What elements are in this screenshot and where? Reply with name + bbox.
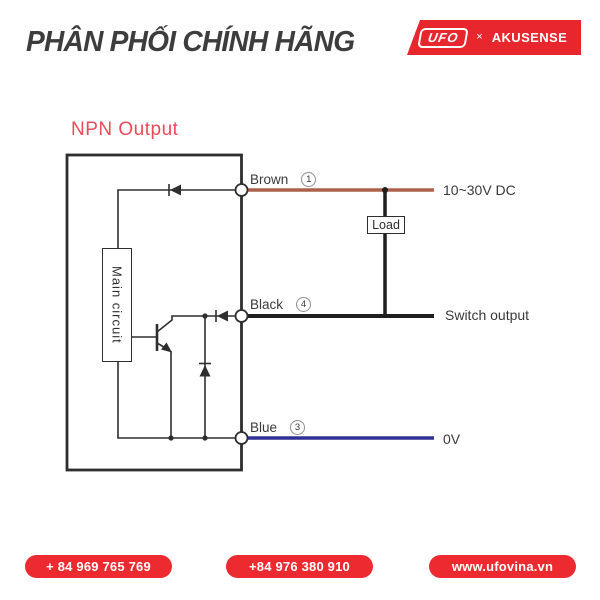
wire-bottom-rail (117, 362, 241, 439)
wire-name: Black (250, 297, 284, 312)
pin-number-badge: 1 (301, 172, 317, 187)
diode-arrows-and-dots (161, 184, 228, 441)
diode-output-arrow (217, 310, 228, 322)
junction-dot (202, 435, 208, 441)
wire-collector (156, 315, 241, 333)
pin-number-badge: 4 (296, 297, 312, 312)
load-label: Load (372, 218, 400, 232)
wire-name: Brown (250, 172, 289, 187)
switch-output-label: Switch output (445, 307, 530, 323)
diode-protection-arrow (199, 365, 211, 377)
junction-dot (202, 313, 208, 319)
phone-pill-1[interactable]: + 84 969 765 769 (25, 555, 172, 578)
supply-voltage-label: 10~30V DC (443, 182, 516, 198)
multiply-icon: × (476, 31, 483, 43)
terminal-brown (234, 183, 249, 197)
terminal-black (234, 309, 249, 323)
wire-label-black: Black 4 (250, 297, 312, 312)
phone-pill-2[interactable]: +84 976 380 910 (226, 555, 373, 578)
wire-name: Blue (250, 420, 278, 435)
pin-number-badge: 3 (290, 420, 306, 435)
wire-top-rail (117, 189, 241, 248)
main-circuit-label: Main circuit (109, 266, 125, 344)
diagram-title: NPN Output (71, 119, 179, 140)
diode-top-arrow (170, 184, 181, 196)
wire-label-blue: Blue 3 (250, 420, 306, 435)
brand-badge: UFO × AKUSENSE (407, 20, 581, 55)
ground-label: 0V (443, 431, 461, 447)
terminals (234, 183, 249, 445)
load-box: Load (367, 216, 405, 234)
wire-label-brown: Brown 1 (250, 172, 317, 187)
terminal-blue (234, 431, 249, 445)
page-title: PHÂN PHỐI CHÍNH HÃNG (26, 26, 355, 58)
junction-dot (382, 187, 388, 193)
partner-brand-label: AKUSENSE (491, 30, 568, 45)
website-pill[interactable]: www.ufovina.vn (429, 555, 576, 578)
main-circuit-box: Main circuit (102, 248, 132, 362)
junction-dot (168, 435, 174, 441)
external-wires (247, 187, 434, 440)
emitter-arrow (161, 342, 172, 353)
internal-wiring (65, 153, 243, 472)
